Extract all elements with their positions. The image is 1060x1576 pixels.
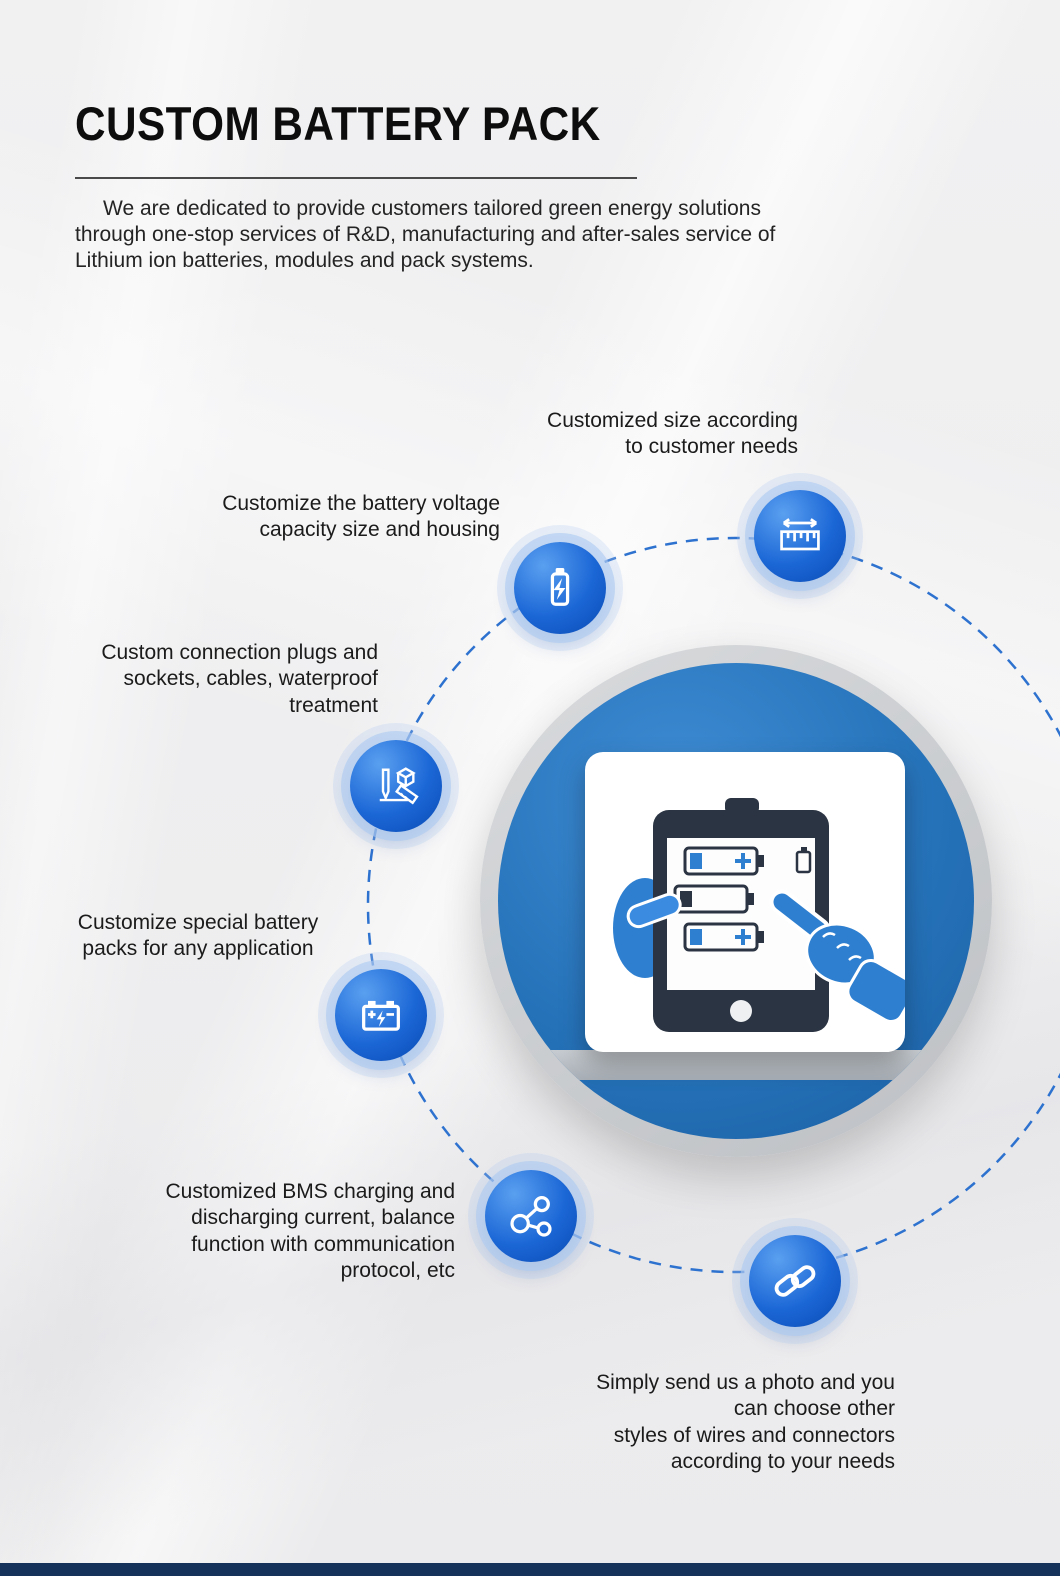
feature-badge-photo-connectors: [749, 1235, 841, 1327]
feature-badge-battery-voltage: [514, 542, 606, 634]
dashed-connector-ring: [366, 536, 1060, 1274]
feature-label-customized-size: Customized size according to customer ne…: [547, 409, 798, 459]
page-title: CUSTOM BATTERY PACK: [75, 97, 601, 150]
ruler-icon: [774, 510, 826, 562]
feature-badge-bms: [485, 1170, 577, 1262]
feature-label-special-packs: Customize special battery packs for any …: [77, 911, 319, 961]
intro-paragraph: We are dedicated to provide customers ta…: [75, 197, 776, 273]
feature-label-battery-voltage: Customize the battery voltage capacity s…: [222, 492, 500, 542]
car-battery-icon: [355, 989, 407, 1041]
feature-badge-customized-size: [754, 490, 846, 582]
feature-label-bms: Customized BMS charging and discharging …: [165, 1180, 455, 1283]
tablet-card: [585, 752, 905, 1052]
feature-badge-connection-plugs: [350, 740, 442, 832]
feature-label-photo-connectors: Simply send us a photo and you can choos…: [596, 1371, 895, 1474]
tablet-customization-illustration: [613, 798, 905, 1032]
shelf-shadow: [498, 1050, 974, 1080]
footer-bar: [0, 1563, 1060, 1576]
feature-label-connection-plugs: Custom connection plugs and sockets, cab…: [101, 641, 378, 717]
chain-link-icon: [769, 1255, 821, 1307]
battery-charge-icon: [534, 562, 586, 614]
design-sketch-icon: [370, 760, 422, 812]
central-circle-inner: [498, 663, 974, 1139]
feature-badge-special-packs: [335, 969, 427, 1061]
title-underline: [75, 177, 637, 179]
central-circle: [480, 645, 992, 1157]
share-nodes-icon: [505, 1190, 557, 1242]
